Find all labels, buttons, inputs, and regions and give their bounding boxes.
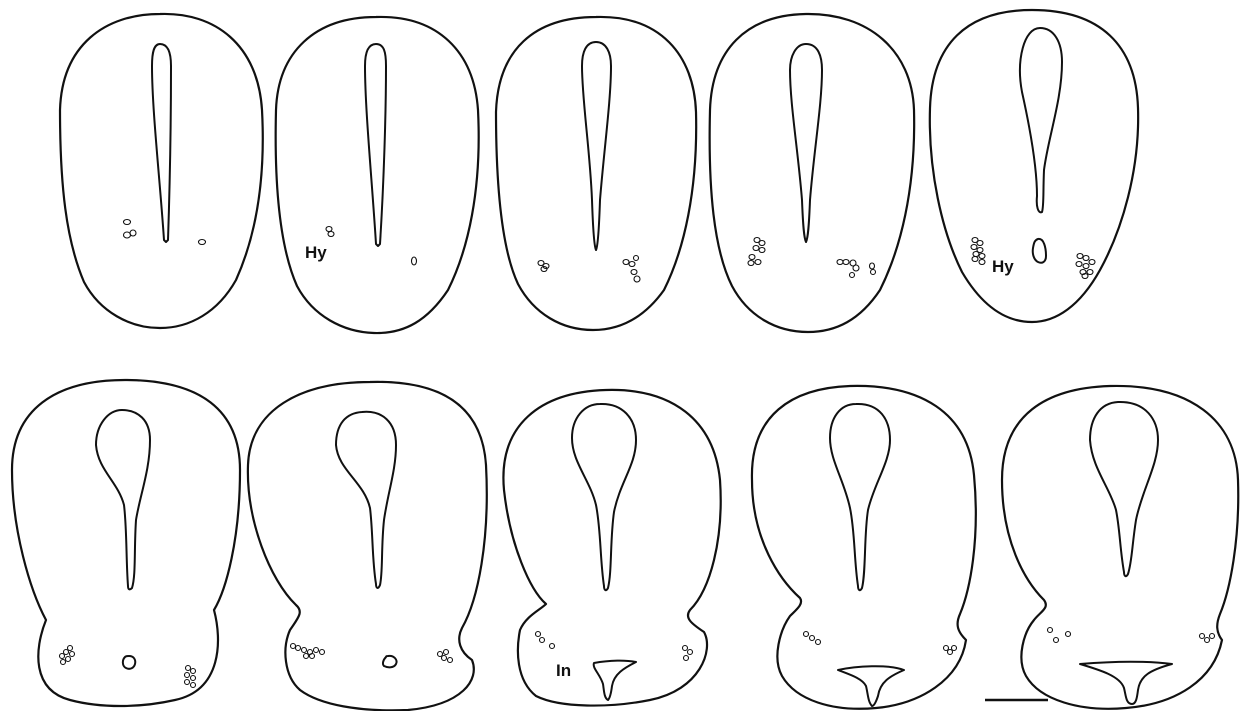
section-6-ventricle [96, 410, 150, 589]
section-8-central-canal [594, 661, 636, 700]
section-7-outline [248, 382, 487, 710]
section-8-ventricle [572, 404, 636, 590]
section-7-ventricle [336, 412, 396, 588]
section-2-cells [326, 227, 417, 266]
section-4 [710, 14, 915, 332]
section-6-cells [60, 646, 196, 688]
section-5-central-canal [1033, 239, 1046, 263]
section-6 [12, 380, 240, 706]
section-7-central-canal [383, 656, 397, 667]
section-4-ventricle [790, 44, 822, 242]
label-in: In [556, 661, 571, 680]
section-2: Hy [276, 17, 479, 333]
label-hy-2: Hy [992, 257, 1014, 276]
section-1-outline [60, 14, 263, 328]
section-4-cells [748, 238, 876, 278]
section-3-outline [496, 17, 696, 330]
section-6-central-canal [123, 656, 135, 669]
section-1-ventricle [152, 44, 171, 242]
section-8-cells [536, 632, 693, 661]
section-5-outline [930, 10, 1138, 322]
section-9-outline [752, 386, 976, 709]
section-10-central-canal [1080, 662, 1172, 704]
section-5-ventricle [1020, 28, 1062, 212]
section-10-cells [1048, 628, 1215, 643]
section-7-cells [291, 644, 453, 663]
label-hy: Hy [305, 243, 327, 262]
section-3-ventricle [582, 42, 611, 250]
section-10 [1002, 386, 1238, 709]
section-9-central-canal [838, 666, 904, 706]
section-3-cells [538, 256, 640, 283]
section-7 [248, 382, 487, 710]
section-9-cells [804, 632, 957, 655]
section-2-ventricle [365, 44, 386, 246]
section-3 [496, 17, 696, 330]
section-5: Hy [930, 10, 1138, 322]
section-1 [60, 14, 263, 328]
section-8: In [503, 390, 720, 706]
section-9-ventricle [830, 404, 890, 590]
section-9 [752, 386, 976, 709]
section-10-ventricle [1090, 402, 1158, 576]
section-2-outline [276, 17, 479, 333]
